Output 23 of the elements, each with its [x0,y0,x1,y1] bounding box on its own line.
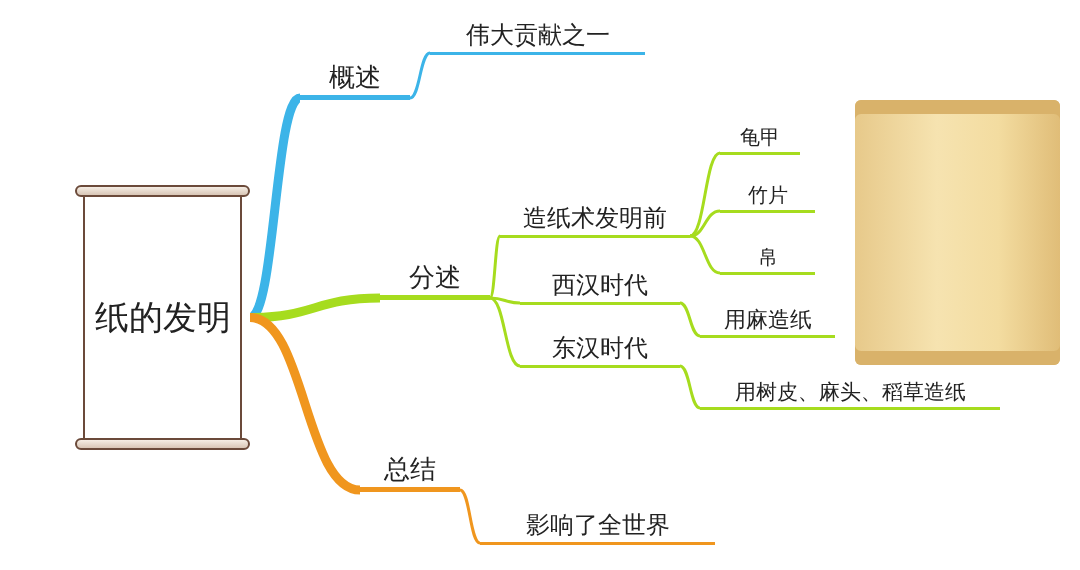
central-topic: 纸的发明 [94,295,231,339]
topic-label: 影响了全世界 [525,510,670,540]
branch-line [679,364,701,410]
branch-line [409,51,431,100]
scroll-box [75,185,250,450]
topic-label: 竹片 [747,183,788,208]
branch-line [679,301,701,338]
topic-label: 概述 [329,60,381,93]
branch-line [459,488,481,545]
topic-label: 造纸术发明前 [523,203,667,233]
topic-label: 用树皮、麻头、稻草造纸 [734,378,966,405]
topic-label: 帛 [757,245,778,270]
topic-label: 用麻造纸 [723,305,812,333]
topic-label: 西汉时代 [552,270,648,300]
topic-label: 分述 [409,260,461,293]
topic-label: 总结 [384,452,436,485]
branch-line [689,234,721,275]
branch-line [488,235,502,299]
branch-line [489,296,521,368]
topic-label: 龟甲 [740,125,780,150]
topic-label: 东汉时代 [552,333,648,363]
topic-label: 伟大贡献之一 [465,20,610,50]
branch-line [689,209,721,238]
